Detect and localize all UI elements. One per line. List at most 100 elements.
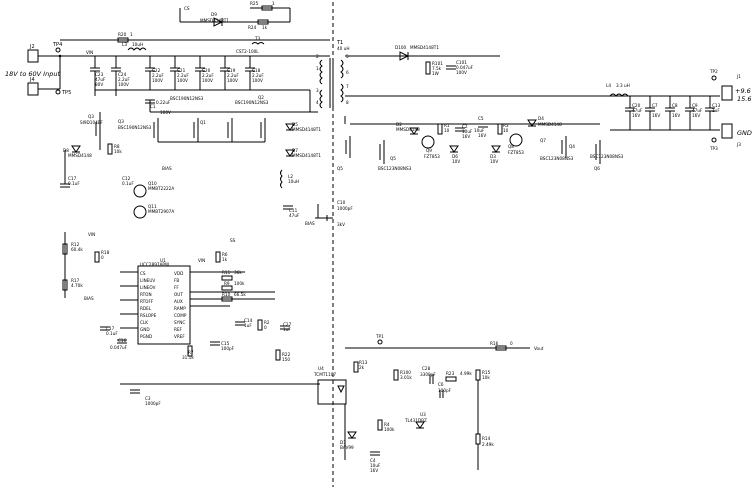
q7-ref: Q7 [540, 138, 546, 143]
r6-ref: R6 [222, 252, 228, 257]
d1-ref: D1 [340, 440, 346, 445]
d7-value: MMSD4148T1 [292, 153, 321, 158]
resistor-r18 [94, 251, 100, 263]
cs-net-label: CS [184, 6, 190, 11]
output-voltage-label-2: 15.6 [737, 95, 751, 103]
c17-value: 0.1uF [68, 181, 80, 186]
r17-value: 4.70k [71, 283, 83, 288]
connector-j1 [721, 85, 733, 101]
net-vin-3: VIN [198, 258, 205, 263]
q10-ref: Q10 [148, 181, 157, 186]
resistor-r15 [475, 369, 481, 381]
net-ss: SS [230, 238, 236, 243]
c18-value: 2.2uF [252, 73, 264, 78]
resistor-r10 [221, 296, 233, 302]
r12-value: 60.4k [71, 247, 83, 252]
c4-ref: C4 [370, 458, 376, 463]
u1-pin-rtoff: RTOFF [140, 299, 154, 304]
c7-ref: C7 [652, 103, 658, 108]
r4-value: 100k [384, 427, 395, 432]
j4-label: J4 [29, 77, 35, 83]
c28-ref: C28 [422, 366, 431, 371]
transformer-t1: T1 40 uH 2 1 3 4 5 6 7 8 [316, 40, 349, 109]
q4-value: BSC123N08NS3 [590, 154, 624, 159]
u3-ref: U3 [420, 412, 426, 417]
l3-ref: L3 [122, 42, 127, 47]
d1-value: BAV99 [340, 445, 354, 450]
u1-pin-out: OUT [174, 292, 183, 297]
input-section: J2 J4 18V to 60V Input TP4 TP5 VIN R20 1… [5, 1, 330, 96]
t1-pin-6: 6 [346, 70, 349, 75]
r16-value: 0 [510, 341, 513, 346]
c101-ref: C101 [456, 60, 467, 65]
c19-ref: C19 [227, 68, 236, 73]
r4-ref: R4 [384, 422, 390, 427]
inductor-l2 [280, 169, 283, 189]
inductor-l4 [609, 93, 629, 97]
c18-ref: C18 [252, 68, 261, 73]
feedback-section: TP1 R16 0 Vout U4 TCMT1107 R13 2k R100 3… [313, 334, 544, 473]
r10-ref: R10 [222, 292, 231, 297]
u1-pin-ramp: RAMP [174, 306, 186, 311]
primary-section: C1 0.22uF 100V BSC190N12NS3 BSC190N12NS3… [60, 90, 353, 406]
l2-ref: L2 [288, 174, 293, 179]
j3-label: J3 [736, 142, 741, 147]
u1-pin-ff: FF [174, 285, 179, 290]
r17-ref: R17 [71, 278, 80, 283]
transistor-q10 [133, 184, 147, 198]
resistor-r9 [221, 285, 233, 291]
u1-pin-rdel: RDEL [140, 306, 152, 311]
c9-ref: C9 [692, 103, 698, 108]
c12-value: 0.1uF [122, 181, 134, 186]
opto-led-icon [337, 385, 345, 394]
transistor-q8 [509, 133, 523, 147]
c17-ref: C17 [68, 176, 77, 181]
q11-ref: Q11 [148, 204, 157, 209]
c4-value: 10uF [370, 463, 381, 468]
c5-ref: C5 [478, 116, 484, 121]
c24-value: 2.2uF [118, 77, 130, 82]
resistor-r4 [377, 419, 383, 431]
zener-d6 [449, 145, 459, 153]
transistor-q11 [133, 205, 147, 219]
c1-voltage: 100V [160, 110, 171, 115]
c4-voltage: 16V [370, 468, 378, 473]
q3b-value: BSC190N12NS3 [118, 125, 152, 130]
tp4-label: TP4 [52, 42, 62, 48]
r101-value: 7.5k [432, 66, 442, 71]
c11-value: 47uF [289, 213, 300, 218]
c2-value: 10uF [462, 129, 473, 134]
l3-value: 10uH [132, 42, 143, 47]
tp2-label: TP2 [709, 69, 718, 74]
c20-value: 2.2uF [202, 73, 214, 78]
c23-value: 47uF [95, 77, 106, 82]
r3-ref: R3 [503, 123, 509, 128]
c20-voltage: 100V [202, 78, 213, 83]
net-vout: Vout [534, 346, 544, 351]
r2-ref: R2 [264, 320, 270, 325]
connector-j2 [27, 49, 39, 63]
resistor-r24 [257, 19, 269, 25]
r7-value: 31.1k [182, 355, 194, 360]
resistor-r6 [215, 251, 221, 263]
u4-ref: U4 [318, 366, 324, 371]
c8-voltage: 16V [672, 113, 680, 118]
c20b-ref: C20 [632, 103, 641, 108]
u1-pin-clk: CLK [140, 320, 148, 325]
r14-value: 2.49k [482, 442, 494, 447]
net-bias-3: BIAS [84, 296, 94, 301]
q8-ref: Q8 [508, 144, 514, 149]
u1-pin-pgnd: PGND [140, 334, 152, 339]
r18-ref: R18 [101, 250, 110, 255]
c24-ref: C24 [118, 72, 127, 77]
transistor-q9 [421, 135, 435, 149]
j1-label: J1 [736, 74, 741, 79]
u1-part: UCC2897APW [140, 262, 169, 267]
r14-ref: R14 [482, 436, 491, 441]
diode-d100 [399, 51, 410, 61]
c23-voltage: 80V [95, 82, 103, 87]
r11-ref: R11 [222, 270, 231, 275]
resistor-r101 [425, 61, 431, 75]
zener-d3 [491, 145, 501, 153]
